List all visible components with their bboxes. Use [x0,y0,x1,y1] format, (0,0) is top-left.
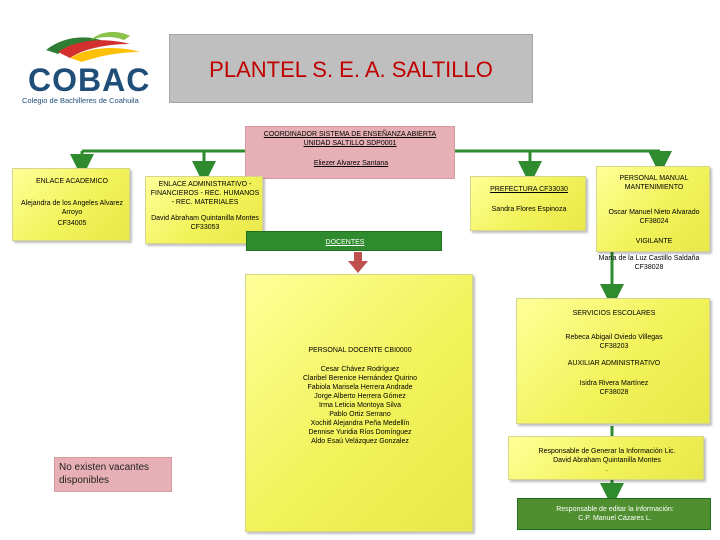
prefectura-name: Sandra Flores Espinoza [491,206,567,213]
list-item: Aldo Esaú Velázquez Gonzalez [311,438,409,445]
responsable-generar-box: Responsable de Generar la Información Li… [508,436,704,480]
servicios-code: CF38203 [599,343,629,350]
personal-manual-box: PERSONAL MANUAL MANTENIMIENTO Oscar Manu… [596,166,710,252]
prefectura-box: PREFECTURA CF33030 Sandra Flores Espinoz… [470,176,586,231]
docentes-box-title: PERSONAL DOCENTE CBI0000 [308,347,412,354]
enlace-academico-title: ENLACE ACADEMICO [36,178,108,185]
enlace-academico-code: CF34005 [57,220,87,227]
list-item: Fabiola Marisela Herrera Andrade [307,384,413,391]
list-item: Pablo Ortiz Serrano [329,411,391,418]
coordinator-title: COORDINADOR SISTEMA DE ENSEÑANZA ABIERTA… [263,131,437,147]
responsable-editar-line1: Responsable de editar la información: [556,506,674,513]
personal-manual-name: Oscar Manuel Nieto Alvarado [608,209,700,216]
responsable-editar-box: Responsable de editar la información: C.… [517,498,711,530]
title-box: PLANTEL S. E. A. SALTILLO [169,34,533,103]
list-item: Dennise Yuridia Ríos Domínguez [308,429,412,436]
enlace-administrativo-box: ENLACE ADMINISTRATIVO - FINANCIEROS - RE… [145,176,263,244]
personal-manual-title: PERSONAL MANUAL MANTENIMIENTO [619,175,689,191]
servicios-name: Rebeca Abigail Oviedo Villegas [565,334,663,341]
docentes-list: Cesar Chávez Rodríguez Claribel Berenice… [246,365,474,446]
down-arrow-icon [348,252,368,273]
responsable-generar-line1: Responsable de Generar la Información Li… [538,448,676,455]
enlace-academico-box: ENLACE ACADEMICO Alejandra de los Angele… [12,168,130,241]
docentes-label: DOCENTES [325,239,365,246]
vacantes-text: No existen vacantes disponibles [59,462,150,486]
vigilante-title: VIGILANTE [635,238,673,245]
vacantes-box: No existen vacantes disponibles [54,457,172,492]
list-item: Cesar Chávez Rodríguez [320,366,400,373]
coordinator-name: Eliezer Alvarez Santana [313,160,389,167]
auxiliar-title: AUXILIAR ADMINISTRATIVO [567,360,661,367]
logo-name: COBAC [28,62,151,98]
list-item: Jorge Alberto Herrera Gómez [314,393,406,400]
auxiliar-code: CF38028 [599,389,629,396]
list-item: Claribel Berenice Hernández Quirino [302,375,417,382]
servicios-title: SERVICIOS ESCOLARES [572,310,656,317]
responsable-generar-line3: . [606,466,608,473]
list-item: Irma Leticia Montoya Silva [318,402,402,409]
personal-manual-code: CF38024 [639,218,669,225]
prefectura-title: PREFECTURA CF33030 [490,186,568,193]
enlace-academico-name: Alejandra de los Angeles Alvarez Arroyo [21,200,123,216]
enlace-administrativo-code: CF33053 [190,224,220,231]
docentes-label-box: DOCENTES [246,231,442,251]
docentes-box: PERSONAL DOCENTE CBI0000 Cesar Chávez Ro… [245,274,473,532]
responsable-generar-line2: David Abraham Quintanilla Montes [553,457,661,464]
auxiliar-name: Isidra Rivera Martínez [579,380,649,387]
enlace-administrativo-title: ENLACE ADMINISTRATIVO - FINANCIEROS - RE… [150,181,260,206]
responsable-editar-line2: C.P. Manuel Cázares L. [578,515,652,522]
vigilante-name: María de la Luz Castillo Saldaña [598,255,700,262]
coordinator-box: COORDINADOR SISTEMA DE ENSEÑANZA ABIERTA… [245,126,455,179]
servicios-escolares-box: SERVICIOS ESCOLARES Rebeca Abigail Ovied… [516,298,710,424]
cobac-logo: COBAC Colegio de Bachilleres de Coahuila [18,28,168,114]
enlace-administrativo-name: David Abraham Quintanilla Montes [151,215,259,222]
logo-subtitle: Colegio de Bachilleres de Coahuila [22,96,139,105]
cobac-swoosh-icon [46,31,140,62]
vigilante-code: CF38028 [634,264,664,271]
page-title: PLANTEL S. E. A. SALTILLO [209,57,493,82]
list-item: Xochitl Alejandra Peña Medellín [310,420,410,427]
